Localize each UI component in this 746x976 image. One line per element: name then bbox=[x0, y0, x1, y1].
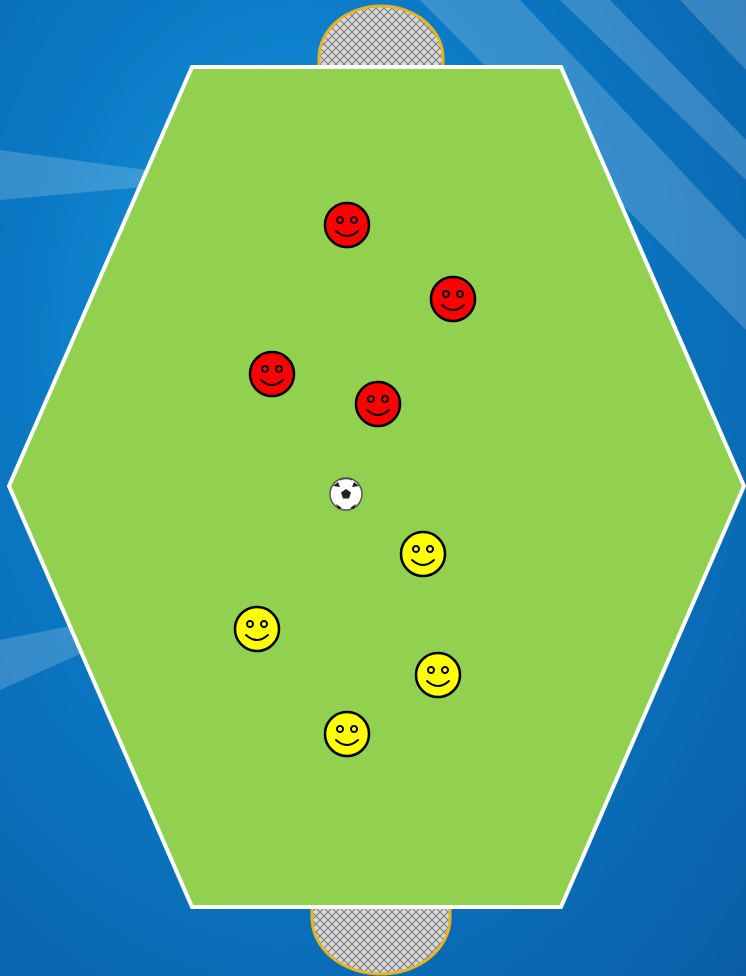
smiley-face-icon bbox=[401, 532, 445, 576]
smiley-face-icon bbox=[431, 277, 475, 321]
yellow-player-4 bbox=[325, 712, 369, 756]
bottom-goal bbox=[312, 906, 450, 974]
yellow-player-3 bbox=[416, 653, 460, 697]
smiley-face-icon bbox=[416, 653, 460, 697]
yellow-player-1 bbox=[401, 532, 445, 576]
goal-net-icon bbox=[319, 6, 443, 72]
smiley-face-icon bbox=[356, 382, 400, 426]
red-player-2 bbox=[431, 277, 475, 321]
smiley-face-icon bbox=[325, 712, 369, 756]
yellow-player-2 bbox=[235, 607, 279, 651]
smiley-face-icon bbox=[235, 607, 279, 651]
red-player-3 bbox=[250, 352, 294, 396]
soccer-ball-icon bbox=[330, 478, 362, 510]
red-player-4 bbox=[356, 382, 400, 426]
top-goal bbox=[319, 6, 443, 72]
goal-net-icon bbox=[312, 906, 450, 974]
smiley-face-icon bbox=[250, 352, 294, 396]
smiley-face-icon bbox=[325, 203, 369, 247]
red-player-1 bbox=[325, 203, 369, 247]
